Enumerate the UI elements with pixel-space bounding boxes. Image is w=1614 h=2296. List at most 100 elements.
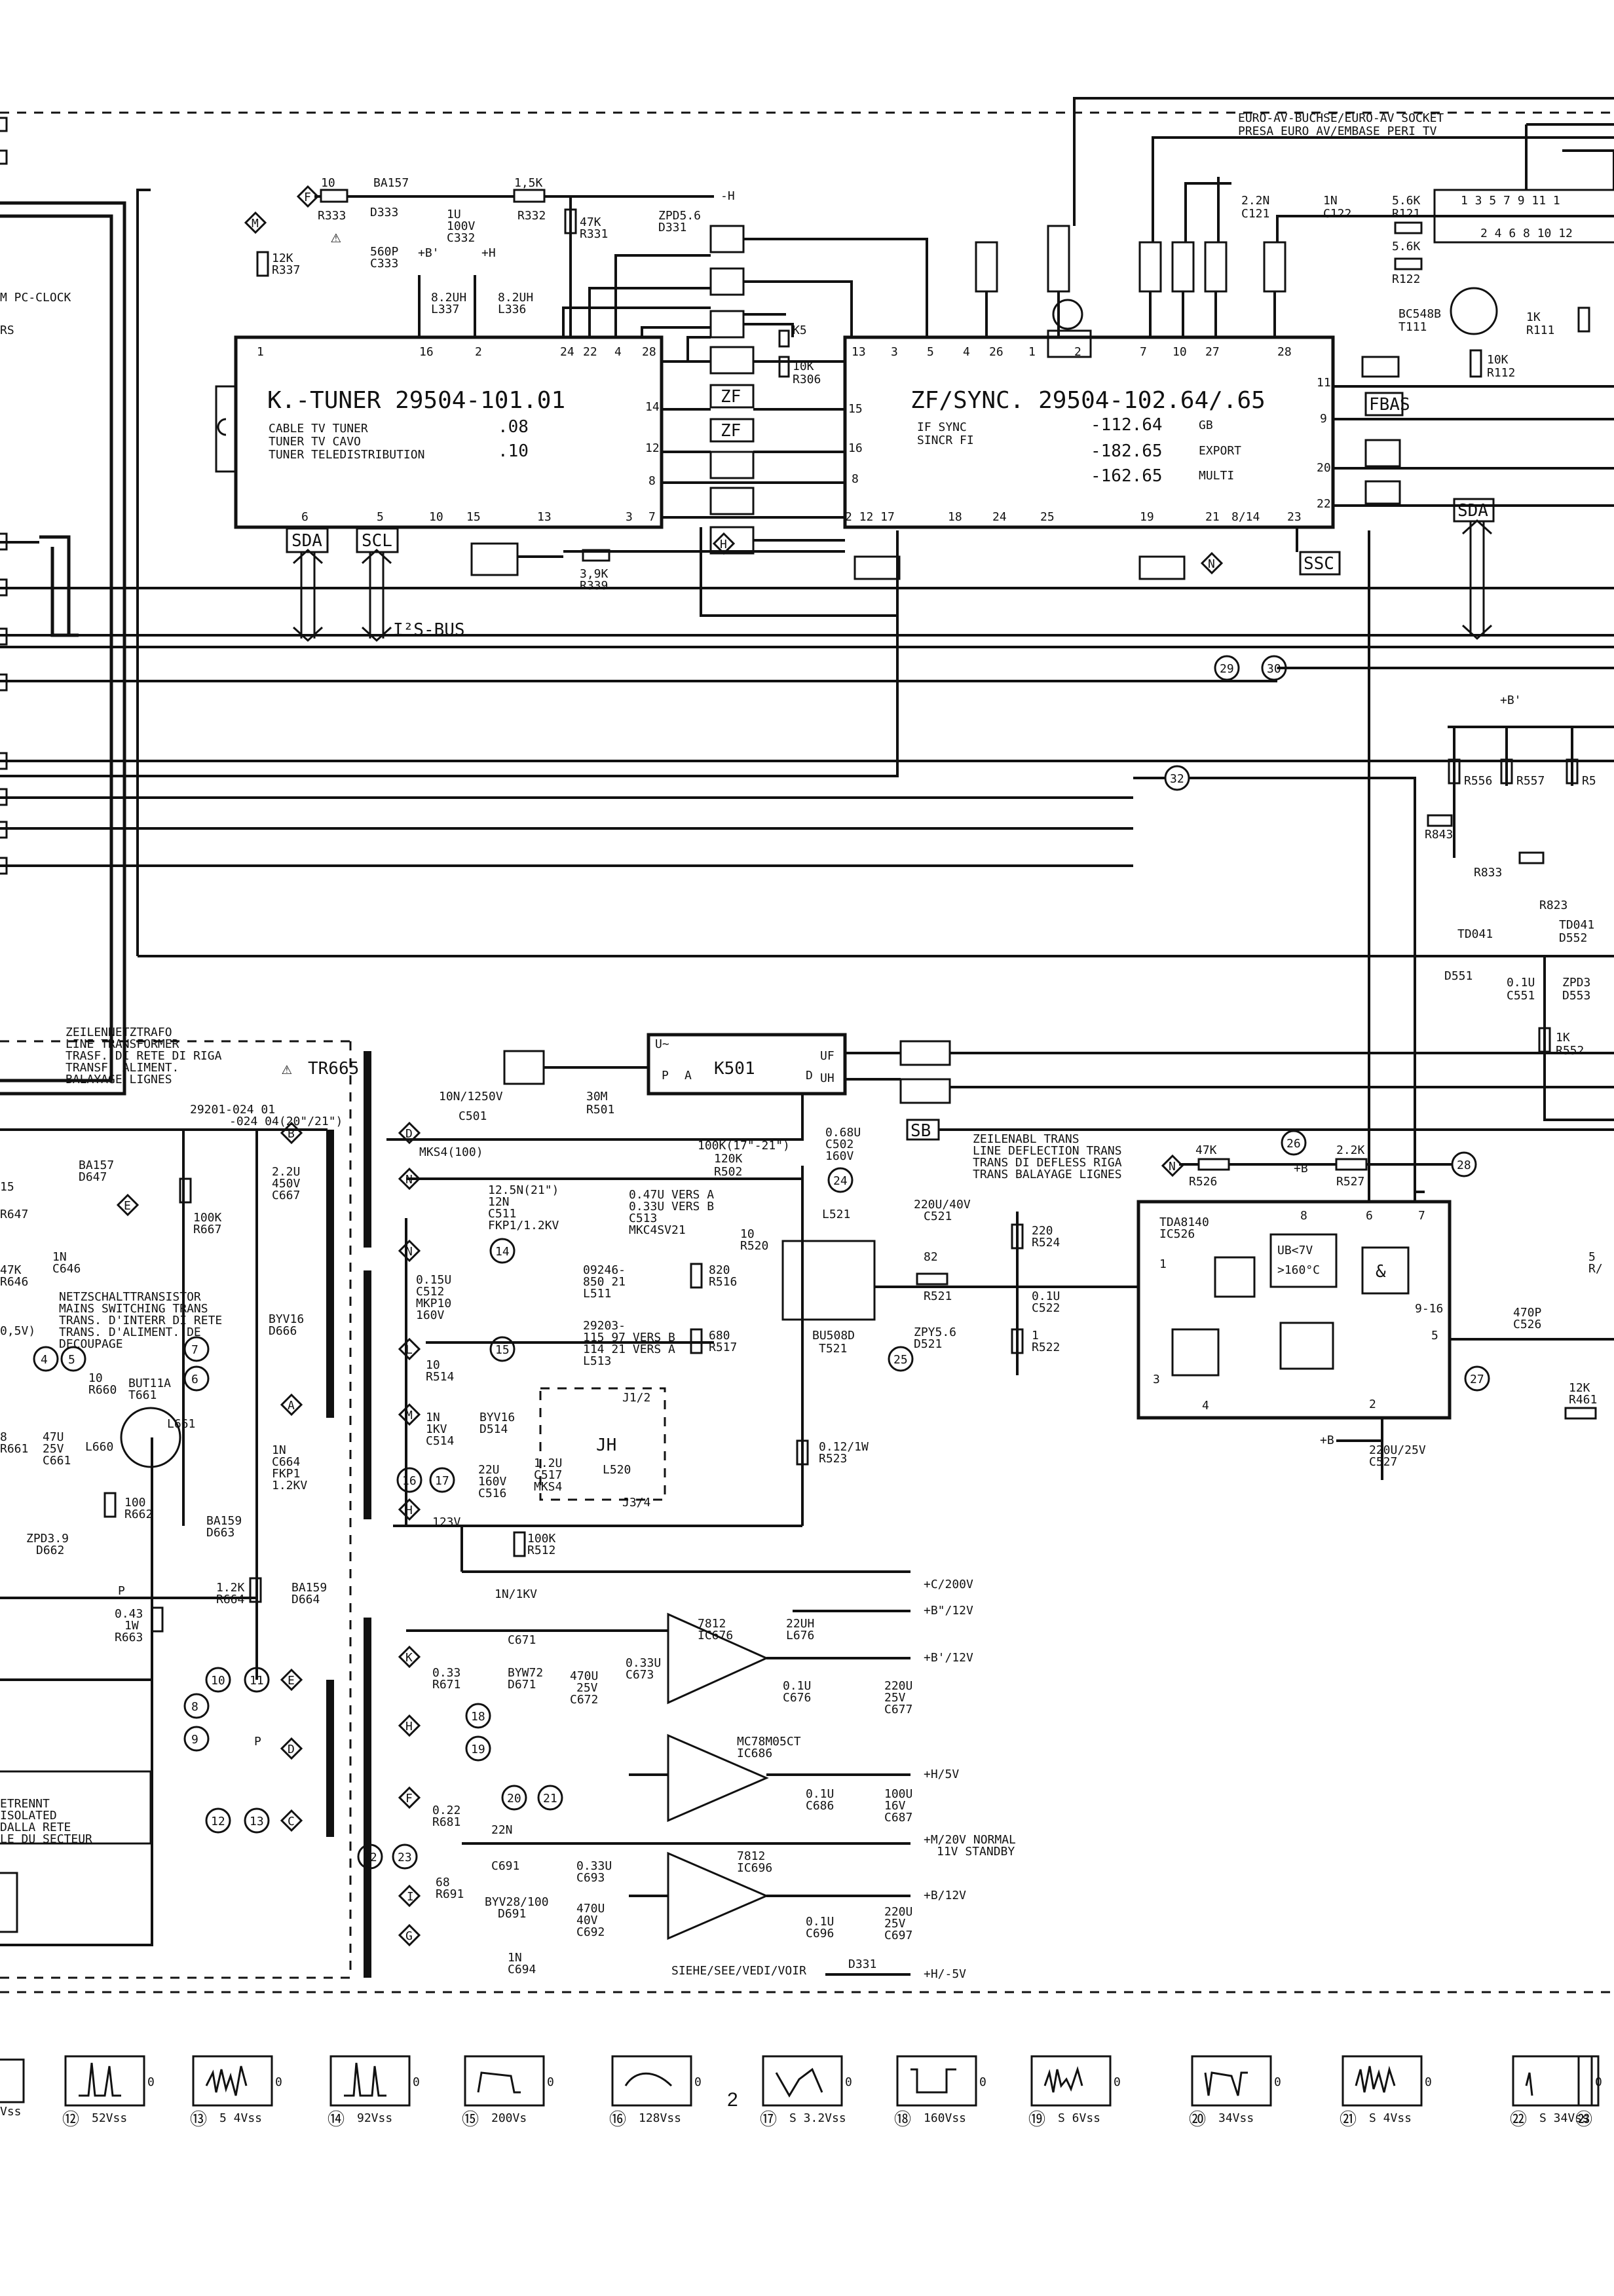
svg-text:D691: D691 bbox=[498, 1907, 526, 1921]
first-wave-partial bbox=[0, 2058, 25, 2103]
svg-text:82: 82 bbox=[924, 1250, 938, 1264]
svg-text:2 12 17: 2 12 17 bbox=[845, 510, 895, 524]
svg-text:123V: 123V bbox=[432, 1515, 461, 1529]
svg-text:R512: R512 bbox=[527, 1544, 555, 1557]
waveform-number: ㉑ bbox=[1340, 2110, 1357, 2130]
zf-sync-block: ZF/SYNC. 29504-102.64/.65 IF SYNC SINCR … bbox=[843, 299, 1341, 580]
svg-text:C671: C671 bbox=[508, 1633, 536, 1647]
svg-text:R843: R843 bbox=[1425, 828, 1453, 842]
svg-text:R502: R502 bbox=[714, 1165, 742, 1179]
svg-text:29: 29 bbox=[1220, 662, 1234, 676]
waveform-number: ⑲ bbox=[1028, 2110, 1045, 2130]
svg-text:C693: C693 bbox=[576, 1871, 605, 1885]
svg-text:BYV28/100: BYV28/100 bbox=[485, 1895, 549, 1909]
svg-text:1KV: 1KV bbox=[426, 1422, 447, 1436]
waveform-label: 92Vss bbox=[357, 2111, 392, 2125]
svg-text:100K: 100K bbox=[527, 1532, 556, 1546]
ltrans-ref: TR665 bbox=[308, 1059, 359, 1079]
svg-text:1N: 1N bbox=[508, 1951, 522, 1965]
svg-text:H: H bbox=[405, 1720, 413, 1733]
svg-text:I: I bbox=[407, 1890, 414, 1904]
svg-text:27: 27 bbox=[1470, 1373, 1484, 1386]
svg-text:28: 28 bbox=[1277, 345, 1292, 359]
ltrans-part-1: 29201-024 01 bbox=[190, 1103, 275, 1117]
waveform-frame bbox=[611, 2055, 692, 2107]
svg-text:D521: D521 bbox=[914, 1337, 942, 1351]
svg-text:ZPD5.6: ZPD5.6 bbox=[658, 209, 701, 223]
zf-title: ZF/SYNC. 29504-102.64/.65 bbox=[910, 387, 1266, 414]
diamond-connectors: D N N L M H K H F I G B A E D C E F M H … bbox=[116, 185, 1224, 1947]
svg-text:⚠: ⚠ bbox=[282, 1059, 292, 1079]
sb-label: SB bbox=[910, 1121, 931, 1141]
waveform-label: 128Vss bbox=[639, 2111, 681, 2125]
svg-text:JH: JH bbox=[596, 1435, 616, 1455]
svg-text:3,9K: 3,9K bbox=[580, 567, 609, 581]
svg-text:R306: R306 bbox=[793, 373, 821, 386]
svg-text:FKP1: FKP1 bbox=[272, 1467, 300, 1481]
euro-socket: EURO-AV-BUCHSE/EURO-AV SOCKET PRESA EURO… bbox=[1238, 111, 1614, 380]
svg-text:19: 19 bbox=[1140, 510, 1154, 524]
svg-text:5.6K: 5.6K bbox=[1392, 194, 1421, 208]
waveform-number: ⑯ bbox=[609, 2110, 626, 2130]
svg-text:21: 21 bbox=[543, 1792, 557, 1805]
waveform-number: ㉓ bbox=[1575, 2110, 1592, 2130]
svg-text:11: 11 bbox=[250, 1674, 264, 1688]
svg-text:850 21: 850 21 bbox=[583, 1275, 626, 1289]
svg-text:R339: R339 bbox=[580, 579, 608, 593]
svg-text:10K: 10K bbox=[793, 360, 814, 373]
svg-text:8.2UH: 8.2UH bbox=[498, 291, 533, 305]
zf-box-2: ZF bbox=[721, 421, 741, 441]
svg-text:MC78M05CT: MC78M05CT bbox=[737, 1735, 801, 1749]
svg-text:N: N bbox=[1169, 1160, 1176, 1174]
svg-text:ZPD3.9: ZPD3.9 bbox=[26, 1532, 69, 1546]
first-wave-label: Vss bbox=[0, 2105, 22, 2119]
svg-text:0.68U: 0.68U bbox=[825, 1126, 861, 1139]
waveform-trace bbox=[205, 2065, 248, 2096]
svg-text:16: 16 bbox=[848, 441, 863, 455]
line-deflection-section: ZEILENABL TRANS LINE DEFLECTION TRANS TR… bbox=[393, 1132, 1133, 1527]
svg-text:470U: 470U bbox=[570, 1669, 598, 1683]
waveform-frame bbox=[192, 2055, 273, 2107]
svg-text:A: A bbox=[685, 1069, 692, 1083]
waveform-trace bbox=[1525, 2072, 1533, 2096]
svg-text:4: 4 bbox=[614, 345, 622, 359]
svg-text:D551: D551 bbox=[1444, 969, 1473, 983]
mains-line-1: NETZSCHALTTRANSISTOR bbox=[59, 1290, 201, 1304]
svg-text:1N: 1N bbox=[52, 1250, 67, 1264]
svg-text:18: 18 bbox=[948, 510, 962, 524]
svg-text:16V: 16V bbox=[884, 1799, 906, 1813]
waveform-frame bbox=[1030, 2055, 1112, 2107]
svg-text:1U: 1U bbox=[447, 208, 461, 221]
svg-text:C696: C696 bbox=[806, 1927, 834, 1940]
output-5: +M/20V NORMAL bbox=[924, 1833, 1016, 1847]
svg-text:T661: T661 bbox=[128, 1388, 157, 1402]
svg-text:22UH: 22UH bbox=[786, 1617, 814, 1631]
svg-text:C: C bbox=[288, 1815, 295, 1828]
svg-text:2: 2 bbox=[475, 345, 482, 359]
svg-text:28: 28 bbox=[642, 345, 656, 359]
svg-text:R/: R/ bbox=[1588, 1262, 1603, 1276]
svg-text:R660: R660 bbox=[88, 1383, 117, 1397]
svg-text:15: 15 bbox=[0, 1180, 14, 1194]
tuner-title: K.-TUNER 29504-101.01 bbox=[267, 387, 565, 414]
svg-text:0.47U VERS A: 0.47U VERS A bbox=[629, 1188, 714, 1202]
waveform-number: ⑭ bbox=[328, 2110, 345, 2130]
svg-text:L513: L513 bbox=[583, 1354, 611, 1368]
svg-text:C687: C687 bbox=[884, 1811, 912, 1824]
svg-text:B: B bbox=[288, 1127, 295, 1141]
svg-text:R671: R671 bbox=[432, 1678, 460, 1692]
svg-text:J1/2: J1/2 bbox=[622, 1391, 650, 1405]
av-vertical-labels bbox=[975, 97, 1614, 337]
svg-text:25V: 25V bbox=[576, 1681, 598, 1695]
svg-text:3: 3 bbox=[891, 345, 898, 359]
svg-text:1: 1 bbox=[1028, 345, 1036, 359]
svg-text:R664: R664 bbox=[216, 1593, 244, 1606]
svg-text:3: 3 bbox=[1153, 1373, 1160, 1386]
svg-text:BYV16: BYV16 bbox=[479, 1411, 515, 1424]
waveform-frame bbox=[1342, 2055, 1423, 2107]
